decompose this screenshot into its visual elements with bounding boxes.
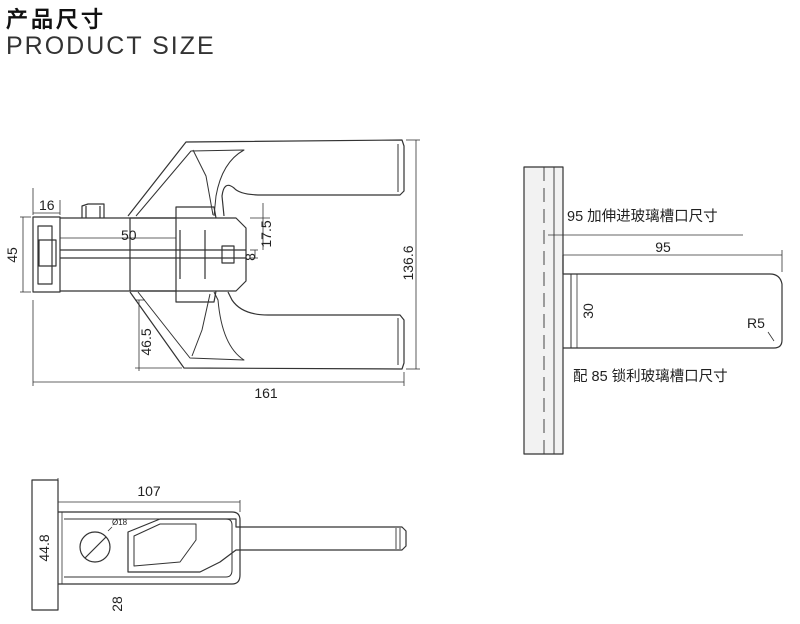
front-lever-upper — [127, 139, 405, 217]
dim-107: 107 — [137, 483, 161, 499]
front-end-plate-inner — [37, 225, 53, 285]
dim-46-5: 46.5 — [138, 328, 154, 355]
lock-hub — [129, 217, 177, 292]
dim-136-6: 136.6 — [400, 245, 416, 280]
side-glass-edge — [31, 479, 59, 611]
dim-161: 161 — [254, 385, 278, 401]
front-dimensions — [20, 139, 420, 386]
dim-28: 28 — [109, 596, 125, 612]
dim-17-5: 17.5 — [258, 220, 274, 247]
front-lever-lower — [129, 291, 405, 370]
dim-diameter-18: Ø18 — [112, 518, 128, 527]
dim-30: 30 — [580, 303, 596, 319]
front-latch — [38, 239, 57, 267]
dim-16: 16 — [39, 197, 55, 213]
dim-r5: R5 — [747, 315, 765, 331]
title-chinese: 产品尺寸 — [6, 8, 107, 33]
side-view-lock — [31, 478, 407, 611]
side-lever — [127, 518, 407, 573]
note-top: 95 加伸进玻璃槽口尺寸 — [567, 208, 718, 225]
top-knob — [81, 203, 105, 218]
cylinder-circle — [79, 531, 111, 563]
cylinder-slot — [84, 536, 107, 559]
dim-8: 8 — [242, 253, 258, 261]
title-english: PRODUCT SIZE — [6, 32, 216, 60]
handle-profile-view — [523, 166, 783, 455]
side-body — [58, 511, 241, 585]
dim-44-8: 44.8 — [36, 534, 52, 561]
dim-45: 45 — [4, 247, 20, 263]
dim-95: 95 — [655, 239, 671, 255]
lock-body — [60, 217, 247, 292]
note-bottom: 配 85 锁利玻璃槽口尺寸 — [573, 368, 728, 385]
dim-50: 50 — [121, 227, 137, 243]
front-end-plate — [32, 216, 61, 293]
glass-panel — [523, 166, 564, 455]
front-view-lock — [32, 203, 247, 303]
handle-profile-outline — [562, 255, 783, 349]
